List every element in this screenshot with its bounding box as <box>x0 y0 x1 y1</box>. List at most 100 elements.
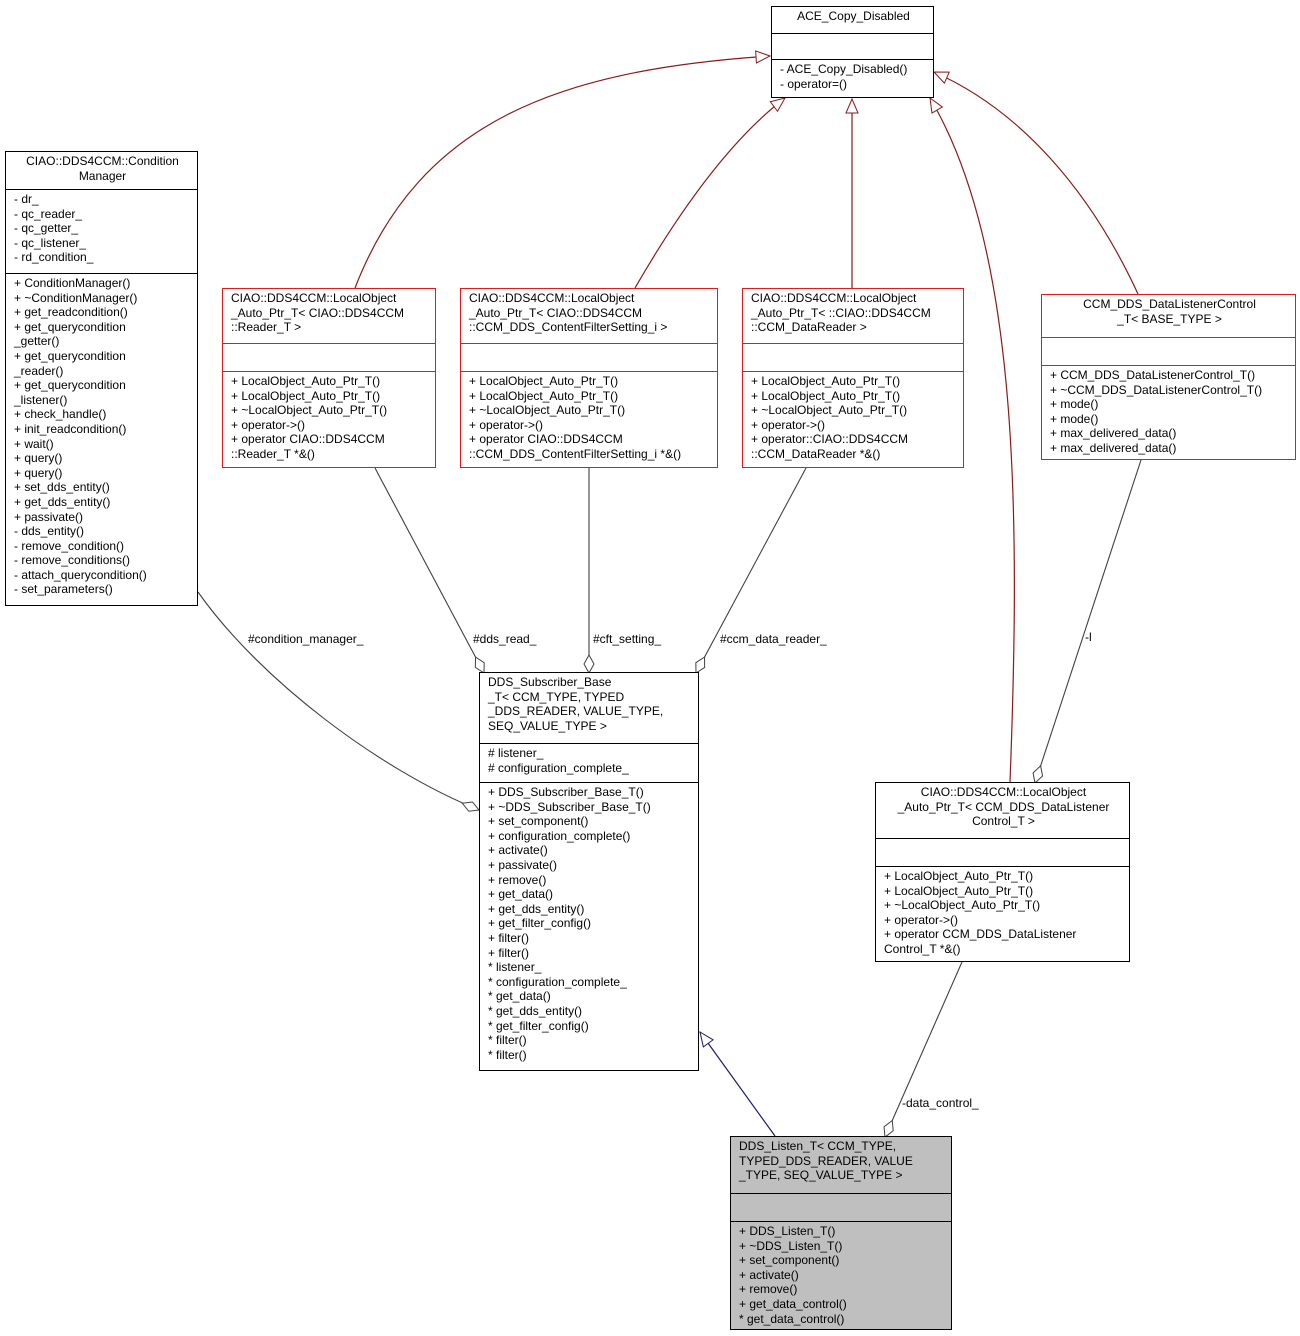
inherit-edge-lo-reader <box>354 56 770 289</box>
class-method: + get_querycondition _reader() <box>14 348 126 378</box>
class-method: + get_readcondition() <box>14 305 128 320</box>
class-condition-manager[interactable]: CIAO::DDS4CCM::Condition Manager - dr_- … <box>5 151 198 606</box>
class-localobject-datalistenercontrol[interactable]: CIAO::DDS4CCM::LocalObject _Auto_Ptr_T< … <box>875 782 1130 962</box>
inherit-edge-listen-sub <box>700 1032 776 1137</box>
class-attribute: # listener_ <box>488 746 544 760</box>
class-method: - remove_conditions() <box>14 553 131 568</box>
assoc-edge-dds-read <box>374 467 484 673</box>
class-method: + set_dds_entity() <box>14 480 110 495</box>
class-dds-listen[interactable]: DDS_Listen_T< CCM_TYPE, TYPED_DDS_READER… <box>730 1136 952 1330</box>
class-method: + set_component() <box>488 814 589 829</box>
class-title: CIAO::DDS4CCM::LocalObject _Auto_Ptr_T< … <box>897 785 1110 829</box>
inherit-edge-dlc <box>934 71 1139 295</box>
class-method: + get_dds_entity() <box>488 901 585 916</box>
class-method: + operator->() <box>231 417 306 432</box>
class-method: + operator CIAO::DDS4CCM ::Reader_T *&() <box>231 432 385 461</box>
class-method: + ~DDS_Listen_T() <box>739 1238 843 1253</box>
class-method: * get_data_control() <box>739 1311 845 1326</box>
class-method: + ~LocalObject_Auto_Ptr_T() <box>751 403 908 418</box>
class-method: + passivate() <box>14 509 84 524</box>
class-method: + activate() <box>488 843 548 858</box>
class-method: + operator CCM_DDS_DataListener Control_… <box>884 927 1077 956</box>
class-methods: + LocalObject_Auto_Ptr_T()+ LocalObject_… <box>223 371 435 466</box>
class-method: + max_delivered_data() <box>1050 426 1177 441</box>
class-method: - dds_entity() <box>14 524 85 539</box>
class-methods: + LocalObject_Auto_Ptr_T()+ LocalObject_… <box>876 866 1129 961</box>
class-method: + get_filter_config() <box>488 916 592 931</box>
class-localobject-cft-setting[interactable]: CIAO::DDS4CCM::LocalObject _Auto_Ptr_T< … <box>460 288 718 468</box>
class-method: + set_component() <box>739 1253 840 1268</box>
class-ace-copy-disabled[interactable]: ACE_Copy_Disabled - ACE_Copy_Disabled()-… <box>771 6 934 98</box>
class-method: - attach_querycondition() <box>14 567 147 582</box>
class-method: + operator::CIAO::DDS4CCM ::CCM_DataRead… <box>751 432 909 461</box>
class-method: + query() <box>14 465 63 480</box>
class-method: + DDS_Subscriber_Base_T() <box>488 785 644 799</box>
class-title: DDS_Listen_T< CCM_TYPE, TYPED_DDS_READER… <box>739 1139 913 1183</box>
class-method: + configuration_complete() <box>488 828 631 843</box>
assoc-edge-l <box>1035 459 1142 783</box>
class-attributes: # listener_# configuration_complete_ <box>480 743 698 782</box>
class-method: + operator->() <box>884 912 959 927</box>
class-methods: + DDS_Subscriber_Base_T()+ ~DDS_Subscrib… <box>480 782 698 1066</box>
edge-label-ccm-data-reader: #ccm_data_reader_ <box>720 632 827 646</box>
class-attribute: - rd_condition_ <box>14 250 94 265</box>
inherit-edge-lo-cft <box>634 98 785 289</box>
class-title: CIAO::DDS4CCM::Condition Manager <box>26 154 179 183</box>
class-method: + CCM_DDS_DataListenerControl_T() <box>1050 368 1256 382</box>
class-method: + LocalObject_Auto_Ptr_T() <box>231 374 381 388</box>
class-method: * listener_ <box>488 960 542 975</box>
class-method: + operator CIAO::DDS4CCM ::CCM_DDS_Conte… <box>469 432 682 461</box>
class-method: + ~DDS_Subscriber_Base_T() <box>488 799 651 814</box>
class-method: + wait() <box>14 436 54 451</box>
class-attribute: - qc_listener_ <box>14 235 87 250</box>
assoc-edge-data-control <box>885 961 963 1137</box>
class-localobject-datareader[interactable]: CIAO::DDS4CCM::LocalObject _Auto_Ptr_T< … <box>742 288 964 468</box>
class-method: + get_querycondition _listener() <box>14 378 126 407</box>
class-attributes <box>1042 337 1295 365</box>
class-method: + passivate() <box>488 857 558 872</box>
class-methods: + DDS_Listen_T()+ ~DDS_Listen_T()+ set_c… <box>731 1221 951 1330</box>
class-attributes <box>461 343 717 371</box>
class-attribute: - qc_reader_ <box>14 206 83 221</box>
class-attribute: - dr_ <box>14 192 39 206</box>
class-title: CIAO::DDS4CCM::LocalObject _Auto_Ptr_T< … <box>469 291 668 335</box>
class-datalistenercontrol[interactable]: CCM_DDS_DataListenerControl _T< BASE_TYP… <box>1041 294 1296 460</box>
class-method: + get_data_control() <box>739 1296 847 1311</box>
class-attributes <box>772 33 933 59</box>
class-method: + check_handle() <box>14 407 107 422</box>
class-method: + query() <box>14 451 63 466</box>
edge-label-dds-read: #dds_read_ <box>473 632 537 646</box>
class-method: + mode() <box>1050 411 1099 426</box>
class-method: + init_readcondition() <box>14 421 127 436</box>
class-method: + filter() <box>488 945 530 960</box>
class-method: + mode() <box>1050 397 1099 412</box>
class-method: + remove() <box>488 872 547 887</box>
class-method: + filter() <box>488 930 530 945</box>
class-method: + operator->() <box>751 417 826 432</box>
class-attribute: # configuration_complete_ <box>488 760 629 775</box>
class-methods: + CCM_DDS_DataListenerControl_T()+ ~CCM_… <box>1042 365 1295 460</box>
class-method: + get_data() <box>488 887 554 902</box>
assoc-edge-ccm-data-reader <box>696 467 807 673</box>
class-method: - operator=() <box>780 76 848 91</box>
class-method: + activate() <box>739 1267 799 1282</box>
class-methods: + ConditionManager()+ ~ConditionManager(… <box>6 273 197 601</box>
class-method: - remove_condition() <box>14 538 125 553</box>
class-title: DDS_Subscriber_Base _T< CCM_TYPE, TYPED … <box>488 675 664 733</box>
class-method: * get_dds_entity() <box>488 1003 583 1018</box>
class-method: - set_parameters() <box>14 582 113 597</box>
class-method: - ACE_Copy_Disabled() <box>780 62 908 76</box>
class-method: + get_querycondition _getter() <box>14 319 126 349</box>
class-attributes <box>731 1193 951 1221</box>
class-dds-subscriber-base[interactable]: DDS_Subscriber_Base _T< CCM_TYPE, TYPED … <box>479 672 699 1071</box>
class-method: + ~LocalObject_Auto_Ptr_T() <box>231 403 388 418</box>
class-localobject-reader[interactable]: CIAO::DDS4CCM::LocalObject _Auto_Ptr_T< … <box>222 288 436 468</box>
inherit-edge-lo-dlc <box>930 98 1015 783</box>
class-attributes: - dr_- qc_reader_- qc_getter_- qc_listen… <box>6 189 197 273</box>
class-method: + ~CCM_DDS_DataListenerControl_T() <box>1050 382 1263 397</box>
class-method: + ~LocalObject_Auto_Ptr_T() <box>884 898 1041 913</box>
class-method: + ~ConditionManager() <box>14 290 138 305</box>
class-method: + LocalObject_Auto_Ptr_T() <box>751 388 901 403</box>
class-method: + ConditionManager() <box>14 276 131 290</box>
